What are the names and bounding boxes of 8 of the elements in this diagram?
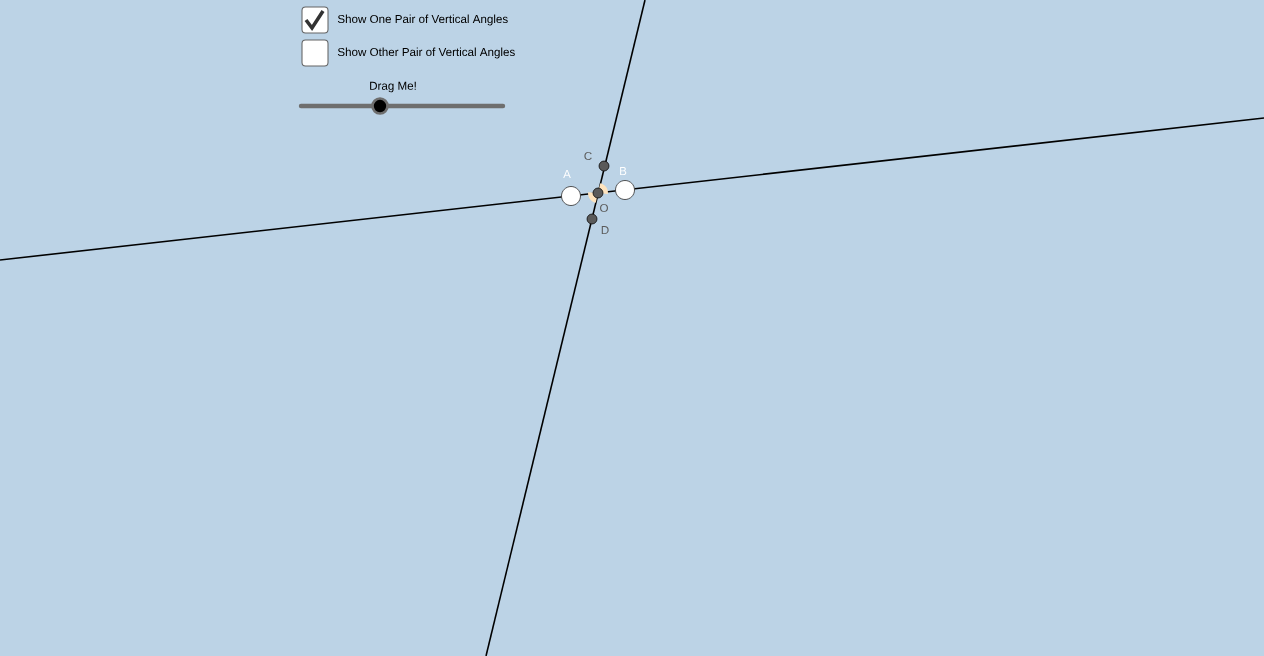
- point-label: B: [620, 167, 627, 175]
- checkbox-label: Show One Pair of Vertical Angles: [337, 14, 508, 26]
- point-label: D: [601, 226, 609, 234]
- point-label: O: [600, 203, 608, 213]
- point-label: A: [563, 170, 571, 178]
- slider-label: Drag Me!: [370, 81, 416, 93]
- checkbox-label: Show Other Pair of Vertical Angles: [337, 47, 515, 59]
- point-label: C: [584, 151, 592, 161]
